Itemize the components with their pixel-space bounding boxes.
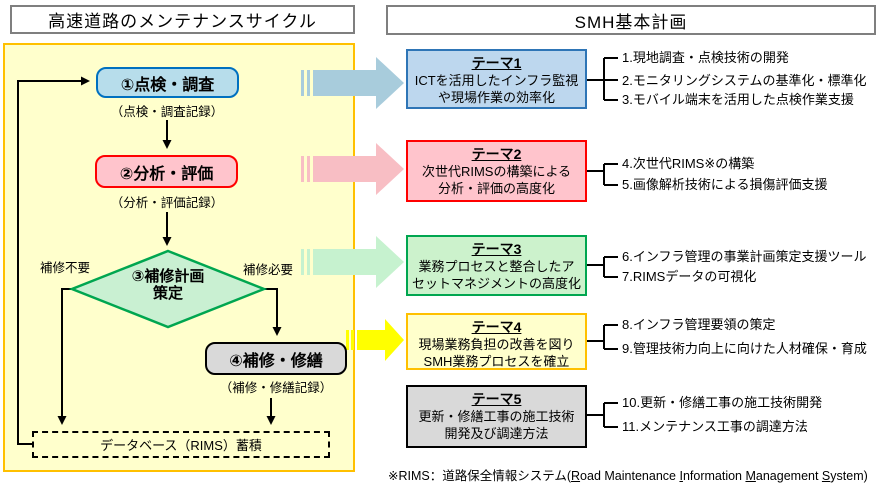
- theme1-block-arrow: [301, 57, 404, 109]
- step4-box: ④補修・修繕: [205, 342, 347, 375]
- theme4-title: テーマ4: [471, 319, 522, 335]
- theme1-item-3: 3.モバイル端末を活用した点検作業支援: [622, 92, 854, 107]
- step3-line2: 策定: [152, 285, 183, 302]
- theme2-item-2: 5.画像解析技術による損傷評価支援: [622, 177, 828, 192]
- theme2-box: テーマ2 次世代RIMSの構築による 分析・評価の高度化: [406, 140, 587, 202]
- theme1-item-1: 1.現地調査・点検技術の開発: [622, 50, 789, 65]
- left-panel-title: 高速道路のメンテナンスサイクル: [10, 5, 355, 34]
- arrow-step3-to-step4: [264, 288, 282, 336]
- step3-line1: ③補修計画: [131, 268, 205, 285]
- theme3-item-1: 6.インフラ管理の事業計画策定支援ツール: [622, 249, 867, 264]
- theme3-box: テーマ3 業務プロセスと整合したア セットマネジメントの高度化: [406, 235, 587, 296]
- arrow-database-loop-to-step1: [17, 76, 90, 445]
- theme3-line2: セットマネジメントの高度化: [411, 276, 581, 291]
- database-box: データベース（RIMS）蓄積: [32, 431, 330, 458]
- theme2-line1: 次世代RIMSの構築による: [421, 164, 572, 179]
- rims-footnote: ※RIMS：道路保全情報システム(Road Maintenance Inform…: [388, 469, 868, 483]
- theme5-item-2: 11.メンテナンス工事の調達方法: [622, 419, 808, 434]
- theme1-title: テーマ1: [471, 55, 522, 71]
- theme5-box: テーマ5 更新・修繕工事の施工技術 開発及び調達方法: [406, 385, 587, 448]
- branch-repair-needed-label: 補修必要: [243, 263, 294, 277]
- theme2-block-arrow: [301, 143, 404, 195]
- theme1-bracket: [587, 57, 618, 101]
- theme5-bracket: [587, 402, 618, 428]
- step4-record-label: （補修・修繕記録）: [219, 381, 333, 395]
- right-panel-title: SMH基本計画: [386, 5, 876, 35]
- decision-diamond: [68, 249, 268, 329]
- step3-diamond-label: ③補修計画 策定: [98, 268, 238, 302]
- theme3-bracket: [587, 256, 618, 278]
- theme4-line1: 現場業務負担の改善を図り: [418, 337, 575, 352]
- step1-record-label: （点検・調査記録）: [110, 105, 224, 119]
- theme5-item-1: 10.更新・修繕工事の施工技術開発: [622, 395, 823, 410]
- theme5-title: テーマ5: [471, 391, 522, 407]
- theme5-line2: 開発及び調達方法: [444, 426, 549, 441]
- theme2-line2: 分析・評価の高度化: [437, 181, 555, 196]
- theme4-item-2: 9.管理技術力向上に向けた人材確保・育成: [622, 341, 867, 356]
- theme4-block-arrow: [346, 319, 404, 361]
- theme2-item-1: 4.次世代RIMS※の構築: [622, 156, 755, 171]
- theme4-line2: SMH業務プロセスを確立: [423, 354, 570, 369]
- theme1-line2: や現場作業の効率化: [437, 90, 555, 105]
- theme1-item-2: 2.モニタリングシステムの基準化・標準化: [622, 73, 867, 88]
- theme4-bracket: [587, 324, 618, 350]
- theme3-title: テーマ3: [471, 241, 522, 257]
- theme1-line1: ICTを活用したインフラ監視: [414, 73, 579, 88]
- step1-box: ①点検・調査: [96, 67, 239, 98]
- arrow-step3-no-to-database: [57, 288, 72, 425]
- theme3-block-arrow: [301, 236, 404, 288]
- theme3-line1: 業務プロセスと整合したア: [418, 259, 575, 274]
- theme5-line1: 更新・修繕工事の施工技術: [418, 409, 575, 424]
- theme2-title: テーマ2: [471, 146, 522, 162]
- step2-record-label: （分析・評価記録）: [110, 196, 224, 210]
- branch-no-repair-label: 補修不要: [40, 261, 91, 275]
- theme4-item-1: 8.インフラ管理要領の策定: [622, 317, 776, 332]
- theme3-item-2: 7.RIMSデータの可視化: [622, 269, 757, 284]
- theme4-box: テーマ4 現場業務負担の改善を図り SMH業務プロセスを確立: [406, 313, 587, 370]
- theme2-bracket: [587, 163, 618, 186]
- step2-box: ②分析・評価: [95, 155, 238, 188]
- theme1-box: テーマ1 ICTを活用したインフラ監視 や現場作業の効率化: [406, 49, 587, 109]
